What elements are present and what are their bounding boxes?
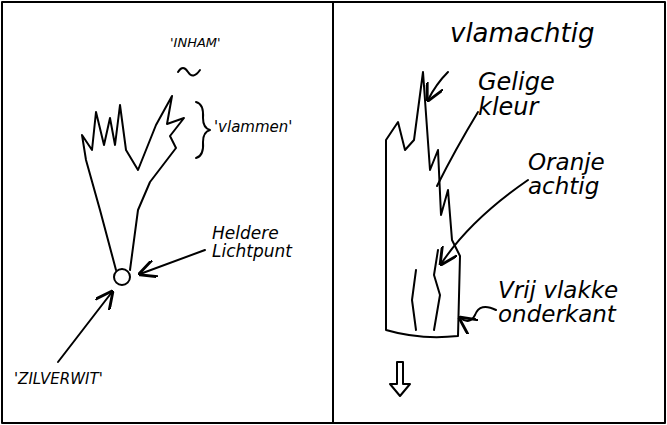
light-point xyxy=(114,269,130,285)
flame-outline xyxy=(386,72,460,337)
inner-line xyxy=(412,270,416,330)
leader-line xyxy=(437,112,478,186)
annotation-label: Vrij vlakke onderkant xyxy=(498,278,658,326)
annotation-label: Oranje achtig xyxy=(528,150,628,198)
leader-arrow xyxy=(441,180,528,264)
annotation-label: Gelige kleur xyxy=(478,70,568,120)
annotation-label: Heldere Lichtpunt xyxy=(212,225,332,261)
leader-arrow xyxy=(460,307,496,321)
annotation-label: 'INHAM' xyxy=(170,36,260,50)
flame-outline xyxy=(82,96,184,270)
annotation-label: vlamachtig xyxy=(450,20,650,47)
annotation-label: 'vlammen' xyxy=(214,120,314,136)
inlet-mark xyxy=(178,68,200,76)
leader-arrow xyxy=(58,292,112,362)
inner-line xyxy=(434,250,440,330)
annotation-label: 'ZILVERWIT' xyxy=(14,372,144,388)
leader-arrow xyxy=(140,250,205,274)
panel-divider xyxy=(332,2,334,423)
leader-arrow xyxy=(428,72,448,100)
down-arrow xyxy=(390,362,410,396)
bracket xyxy=(196,102,210,158)
